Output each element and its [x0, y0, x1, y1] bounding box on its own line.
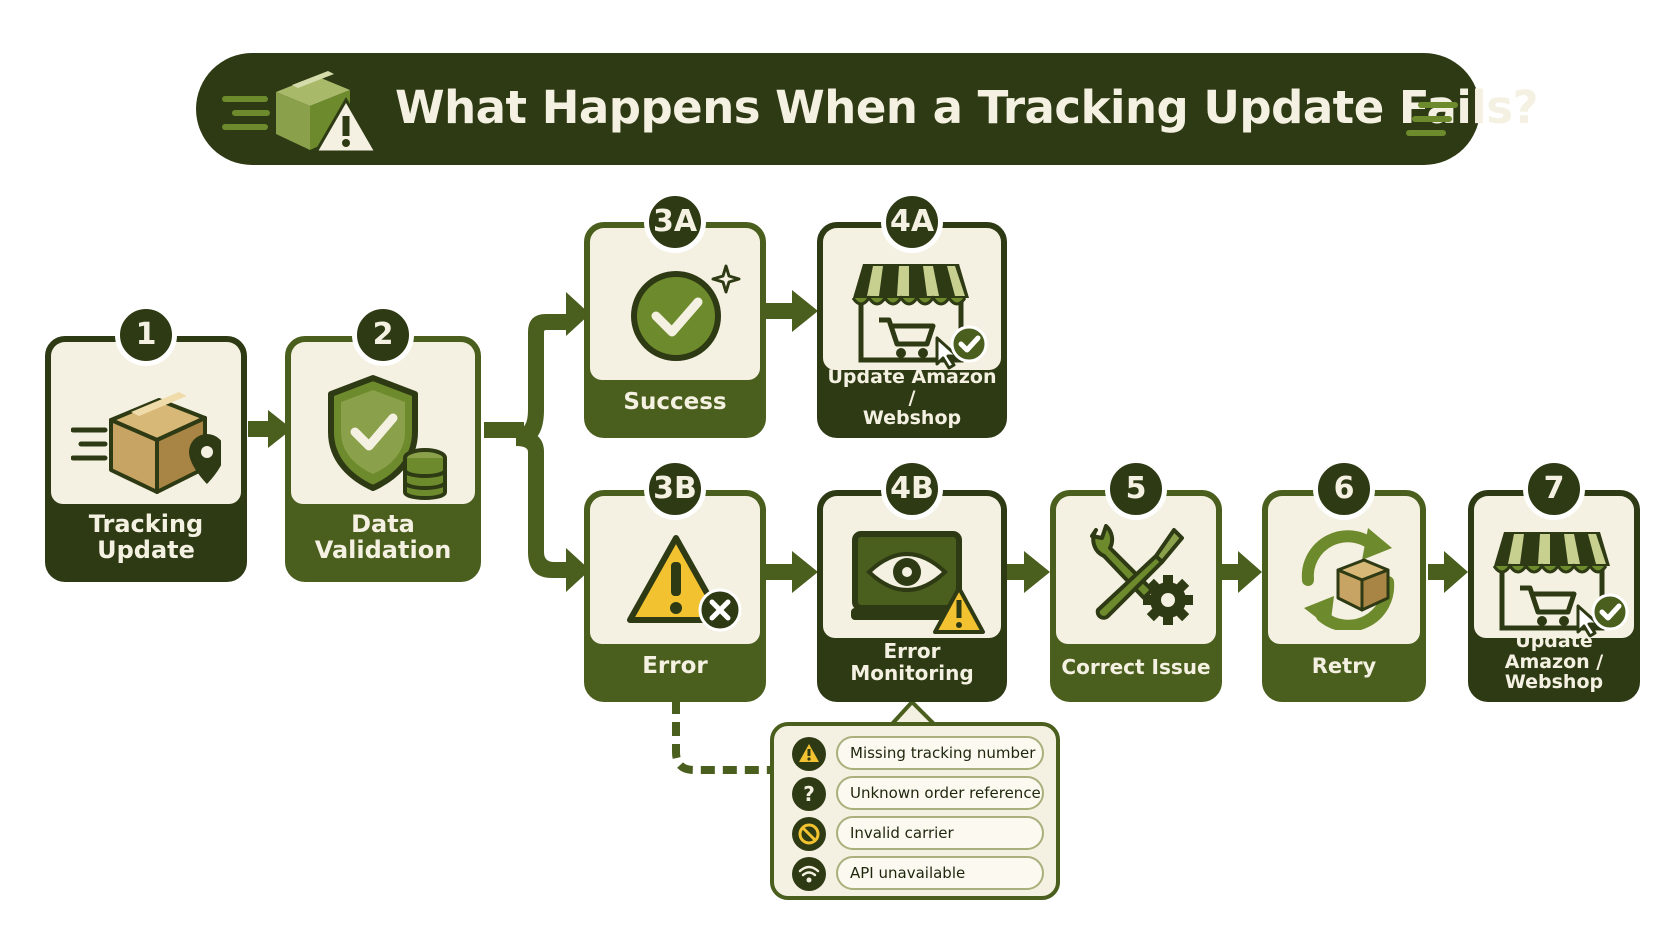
step-label: Error	[642, 653, 708, 680]
wifi-icon	[792, 857, 826, 891]
step-retry: Retry	[1262, 490, 1426, 702]
shield-check-database-icon	[328, 375, 447, 500]
step-badge-3a: 3A	[644, 191, 706, 253]
question-icon: ?	[792, 777, 826, 811]
step-badge-1: 1	[115, 304, 177, 366]
error-item-invalid-carrier: Invalid carrier	[792, 816, 1044, 852]
step-error-monitoring: Error Monitoring	[817, 490, 1007, 702]
step-label-line2: Update	[97, 536, 195, 564]
step-update-amazon-webshop-a: Update Amazon / Webshop	[817, 222, 1007, 438]
monitor-eye-warning-icon	[851, 531, 985, 634]
package-warning-icon	[276, 71, 379, 154]
error-item-unknown-order-reference: ? Unknown order reference	[792, 776, 1044, 812]
step-label-line2: Webshop	[862, 407, 962, 430]
step-badge-2: 2	[352, 304, 414, 366]
warning-icon	[792, 737, 826, 771]
step-label-line1: Error	[883, 639, 941, 663]
step-label: Retry	[1311, 654, 1377, 679]
warning-x-icon	[627, 535, 742, 632]
step-label-line1: Update Amazon /	[1504, 629, 1604, 673]
package-location-icon	[71, 392, 221, 494]
step-badge-3b: 3B	[644, 458, 706, 520]
step-badge-7: 7	[1523, 458, 1585, 520]
title-banner	[196, 53, 1480, 165]
step-label-line2: Monitoring	[850, 661, 974, 685]
step-label-line1: Update Amazon /	[827, 365, 997, 409]
error-item-missing-tracking-number: Missing tracking number	[792, 736, 1044, 772]
wrench-screwdriver-gear-icon	[1090, 524, 1193, 625]
step-label-line1: Data	[351, 509, 415, 538]
prohibited-icon	[792, 817, 826, 851]
storefront-cart-icon	[1492, 532, 1629, 638]
step-badge-4a: 4A	[881, 191, 943, 253]
step-success: Success	[584, 222, 766, 438]
error-item-text: API unavailable	[836, 856, 1044, 890]
step-badge-4b: 4B	[881, 458, 943, 520]
step-badge-5: 5	[1105, 458, 1167, 520]
storefront-cart-icon	[851, 264, 988, 370]
step-tracking-update: Tracking Update	[45, 336, 247, 582]
error-item-api-unavailable: API unavailable	[792, 856, 1044, 892]
step-label-line2: Validation	[314, 536, 452, 564]
step-data-validation: Data Validation	[285, 336, 481, 582]
check-circle-icon	[631, 264, 741, 361]
step-error: Error	[584, 490, 766, 702]
step-update-amazon-webshop-b: Update Amazon / Webshop	[1468, 490, 1640, 702]
step-label: Success	[623, 389, 727, 416]
step-label-line2: Webshop	[1504, 671, 1604, 694]
refresh-package-icon	[1301, 528, 1395, 630]
error-item-text: Unknown order reference	[836, 776, 1044, 810]
page-title: What Happens When a Tracking Update Fail…	[395, 81, 1539, 134]
error-item-text: Missing tracking number	[836, 736, 1044, 770]
step-correct-issue: Correct Issue	[1050, 490, 1222, 702]
step-badge-6: 6	[1313, 458, 1375, 520]
error-causes-panel: Missing tracking number ? Unknown order …	[770, 722, 1060, 900]
step-label-line1: Tracking	[88, 509, 204, 538]
step-label: Correct Issue	[1061, 655, 1211, 679]
error-item-text: Invalid carrier	[836, 816, 1044, 850]
